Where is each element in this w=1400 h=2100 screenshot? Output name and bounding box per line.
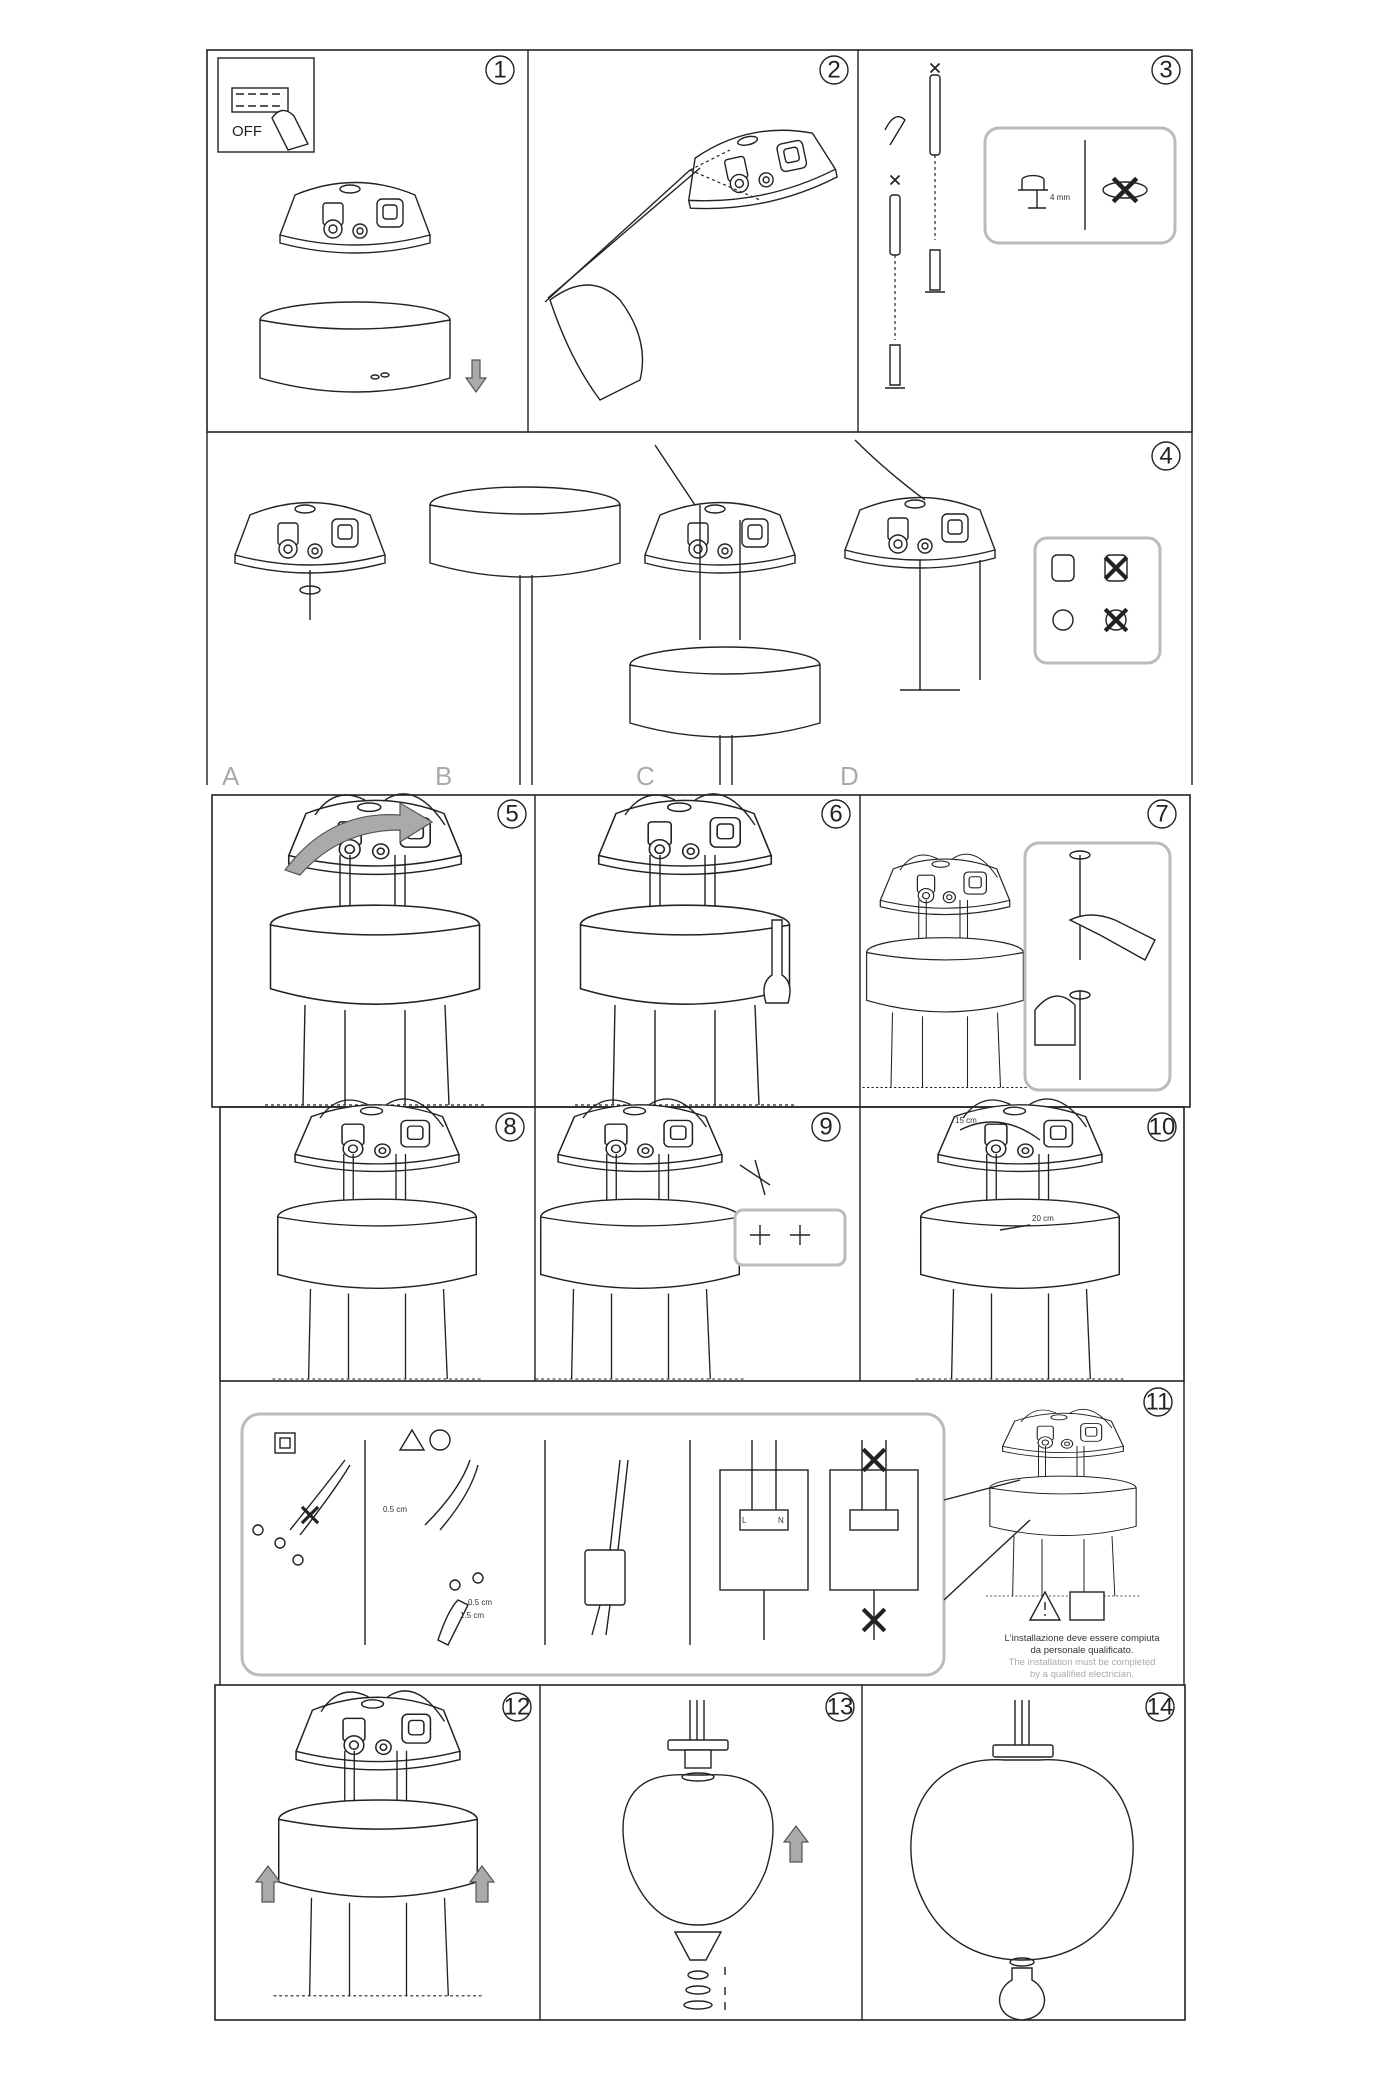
step-1-panel: 1 OFF (217, 55, 515, 394)
note-english-line1: The installation must be completed (1009, 1657, 1156, 1668)
screwdriver-icon (763, 919, 791, 1004)
step-number: 10 (1149, 1114, 1176, 1141)
bracket-c (644, 501, 796, 574)
assembly (265, 794, 485, 1105)
step-12-panel: 12 (255, 1691, 532, 1996)
step-number: 9 (819, 1114, 832, 1141)
row-4: 8 9 10 15 cm 20 cm (219, 1099, 1185, 1382)
cable-roll-icon (429, 1429, 451, 1451)
assembly (536, 1099, 745, 1379)
ceiling-bracket (677, 117, 840, 219)
spacer-icon (1018, 174, 1048, 209)
double-insulation-icon (274, 1432, 296, 1454)
assembly (863, 854, 1028, 1087)
step-13-panel: 13 (622, 1692, 855, 2010)
note-english-line2: by a qualified electrician. (1030, 1669, 1134, 1680)
callout-box (1023, 841, 1172, 1092)
sub-label-a: A (222, 761, 240, 791)
assembly (916, 1099, 1125, 1379)
wire-connector-icon (750, 1225, 810, 1245)
canopy-b (429, 486, 621, 578)
bracket-a (234, 501, 386, 574)
canopy (259, 301, 451, 393)
step-11-panel: 11 0.5 cm 0.5 cm 1.5 cm L N (219, 1381, 1185, 1685)
screw-icon (884, 116, 906, 146)
step-14-panel: 14 (910, 1692, 1175, 2021)
wall-plug (889, 194, 901, 256)
step-number: 11 (1146, 1389, 1171, 1416)
rotate-arrow-icon (284, 801, 434, 876)
down-arrow-icon (464, 359, 488, 394)
canopy-c (629, 646, 821, 738)
measure-side-label: 20 cm (1032, 1214, 1054, 1223)
hand-icon (549, 284, 644, 401)
sub-label-d: D (840, 761, 859, 791)
step-6-panel: 6 (575, 794, 851, 1105)
step-number-badge (485, 55, 515, 85)
row-3: 5 6 7 (211, 794, 1191, 1108)
glass-shade (622, 1774, 774, 1926)
assembly (273, 1099, 482, 1379)
screw-icon (925, 249, 945, 293)
step-number: 12 (504, 1694, 531, 1721)
step-number: 5 (505, 801, 518, 828)
note-italian-line2: da personale qualificato. (1031, 1645, 1134, 1656)
row-1: 1 OFF 2 3 (206, 49, 1193, 433)
wall-plug (929, 74, 941, 156)
callout-box (983, 126, 1177, 245)
bracket-d (844, 496, 996, 569)
step-number: 13 (827, 1694, 854, 1721)
step-number: 1 (493, 57, 506, 84)
measure-top-label: 15 cm (955, 1116, 977, 1125)
step-number: 3 (1159, 57, 1172, 84)
terminal-block-icon (584, 1549, 626, 1606)
strip-measure-1: 0.5 cm (383, 1505, 407, 1514)
terminal-n: N (778, 1516, 784, 1525)
assembly (986, 1409, 1140, 1596)
step-number: 4 (1159, 443, 1172, 470)
callout-box (733, 1208, 847, 1267)
step-5-panel: 5 (265, 794, 527, 1105)
step-number: 8 (503, 1114, 516, 1141)
up-arrow-icon (255, 1865, 281, 1903)
step-2-panel: 2 (544, 55, 849, 401)
spacer-wrong-icon (1102, 181, 1148, 199)
sub-label-b: B (435, 761, 452, 791)
electrician-icon (1069, 1591, 1105, 1621)
step-3-panel: 3 4 mm (884, 55, 1181, 389)
note-italian-line1: L'installazione deve essere compiuta (1005, 1633, 1161, 1644)
assembly (274, 1691, 483, 1996)
step-9-panel: 9 (536, 1099, 847, 1379)
strip-measure-2: 0.5 cm (468, 1598, 492, 1607)
assembly (575, 794, 795, 1105)
wire-connector-icon (739, 1159, 771, 1196)
step-number: 14 (1147, 1694, 1174, 1721)
terminal-wires (609, 1459, 629, 1551)
measurement-label: 4 mm (1050, 193, 1070, 202)
hand-icon (271, 109, 309, 151)
step-8-panel: 8 (273, 1099, 525, 1379)
shade-cup (673, 1931, 723, 1961)
off-label: OFF (232, 123, 262, 140)
row-6: 12 13 14 (214, 1684, 1186, 2021)
light-bulb-icon (998, 1967, 1046, 2021)
terminal-l: L (742, 1516, 747, 1525)
ceiling-bracket (279, 181, 431, 254)
screw-icon (885, 344, 905, 389)
step-10-panel: 10 15 cm 20 cm (916, 1099, 1177, 1379)
hand-icon (1068, 914, 1156, 961)
step-7-panel: 7 (863, 799, 1177, 1092)
step-number: 6 (829, 801, 842, 828)
step-4-panel: 4 A B C D (206, 432, 1193, 791)
warning-icon (398, 1428, 426, 1451)
step-number: 2 (827, 57, 840, 84)
hand-icon (1034, 995, 1076, 1046)
strip-measure-3: 1.5 cm (460, 1611, 484, 1620)
assembled-glass-shade (910, 1759, 1134, 1961)
callout-box (1033, 536, 1162, 665)
step-number: 7 (1155, 801, 1168, 828)
up-arrow-icon (783, 1825, 809, 1863)
sub-label-c: C (636, 761, 655, 791)
